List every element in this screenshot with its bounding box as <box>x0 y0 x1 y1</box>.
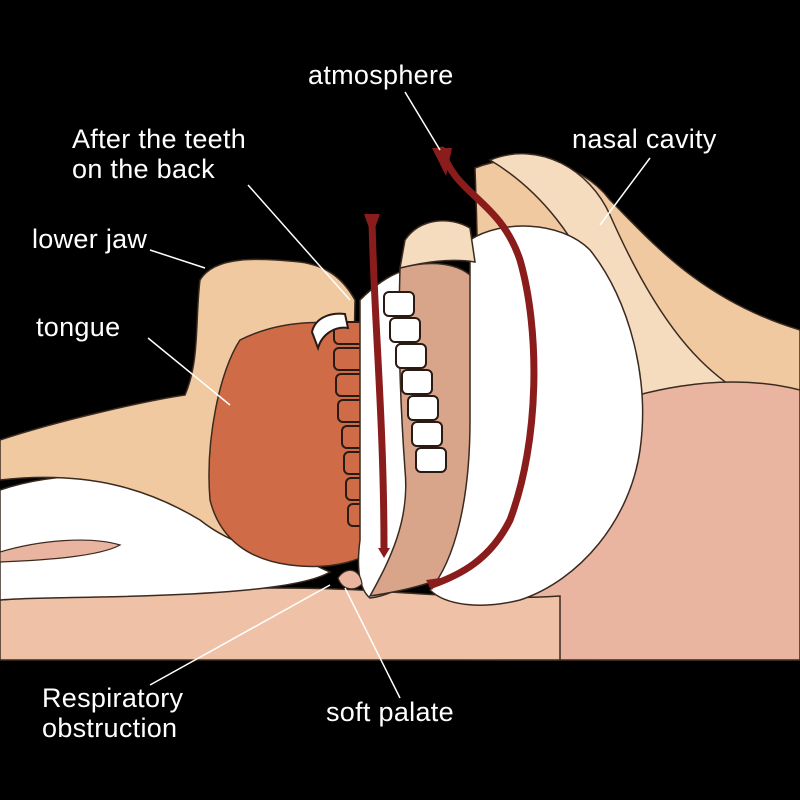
nose-airflow-arrow <box>428 146 538 589</box>
leader-palate <box>344 587 401 699</box>
label-tongue-text: tongue <box>36 312 121 342</box>
label-respiratory-obstruction: Respiratory obstruction <box>42 683 183 743</box>
upper-lip <box>399 220 476 269</box>
front-incisor <box>310 312 350 352</box>
mouth-airflow-arrow <box>368 216 388 554</box>
nasal-passage <box>428 225 644 606</box>
label-teeth-line2: on the back <box>72 154 215 184</box>
leader-teeth <box>247 184 351 301</box>
mouth-airflow-tip <box>378 548 390 558</box>
upper-teeth <box>383 291 447 473</box>
leader-atmosphere <box>404 91 441 151</box>
label-after-the-teeth: After the teeth on the back <box>72 124 246 184</box>
nose-airflow-head <box>432 148 452 176</box>
label-atmosphere-text: atmosphere <box>308 60 454 90</box>
leader-jaw <box>149 249 206 269</box>
label-atmosphere: atmosphere <box>308 60 454 90</box>
leader-resp <box>149 584 331 686</box>
label-nasal-text: nasal cavity <box>572 124 717 154</box>
label-tongue: tongue <box>36 312 120 342</box>
label-resp-line1: Respiratory <box>42 683 184 713</box>
leader-tongue <box>147 337 231 406</box>
label-lower-jaw: lower jaw <box>32 224 147 254</box>
pillow-crease <box>0 539 122 563</box>
nose-airflow-tip <box>426 578 440 590</box>
label-teeth-line1: After the teeth <box>72 124 247 154</box>
label-resp-line2: obstruction <box>42 713 178 743</box>
label-nasal-cavity: nasal cavity <box>572 124 717 154</box>
uvula <box>337 569 363 590</box>
label-jaw-text: lower jaw <box>32 224 148 254</box>
leader-lines <box>147 91 651 699</box>
leader-nasal <box>599 157 651 226</box>
label-soft-palate: soft palate <box>326 697 454 727</box>
label-palate-text: soft palate <box>326 697 454 727</box>
mouth-airflow-head <box>364 214 380 236</box>
